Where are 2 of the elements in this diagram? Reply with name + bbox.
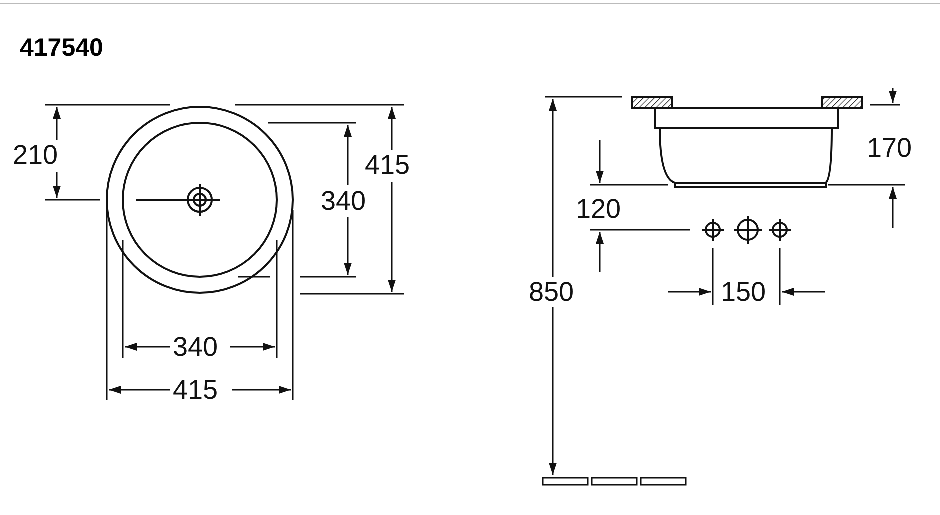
drawing-title: 417540 — [20, 34, 104, 63]
dimension-value: 850 — [528, 277, 576, 307]
